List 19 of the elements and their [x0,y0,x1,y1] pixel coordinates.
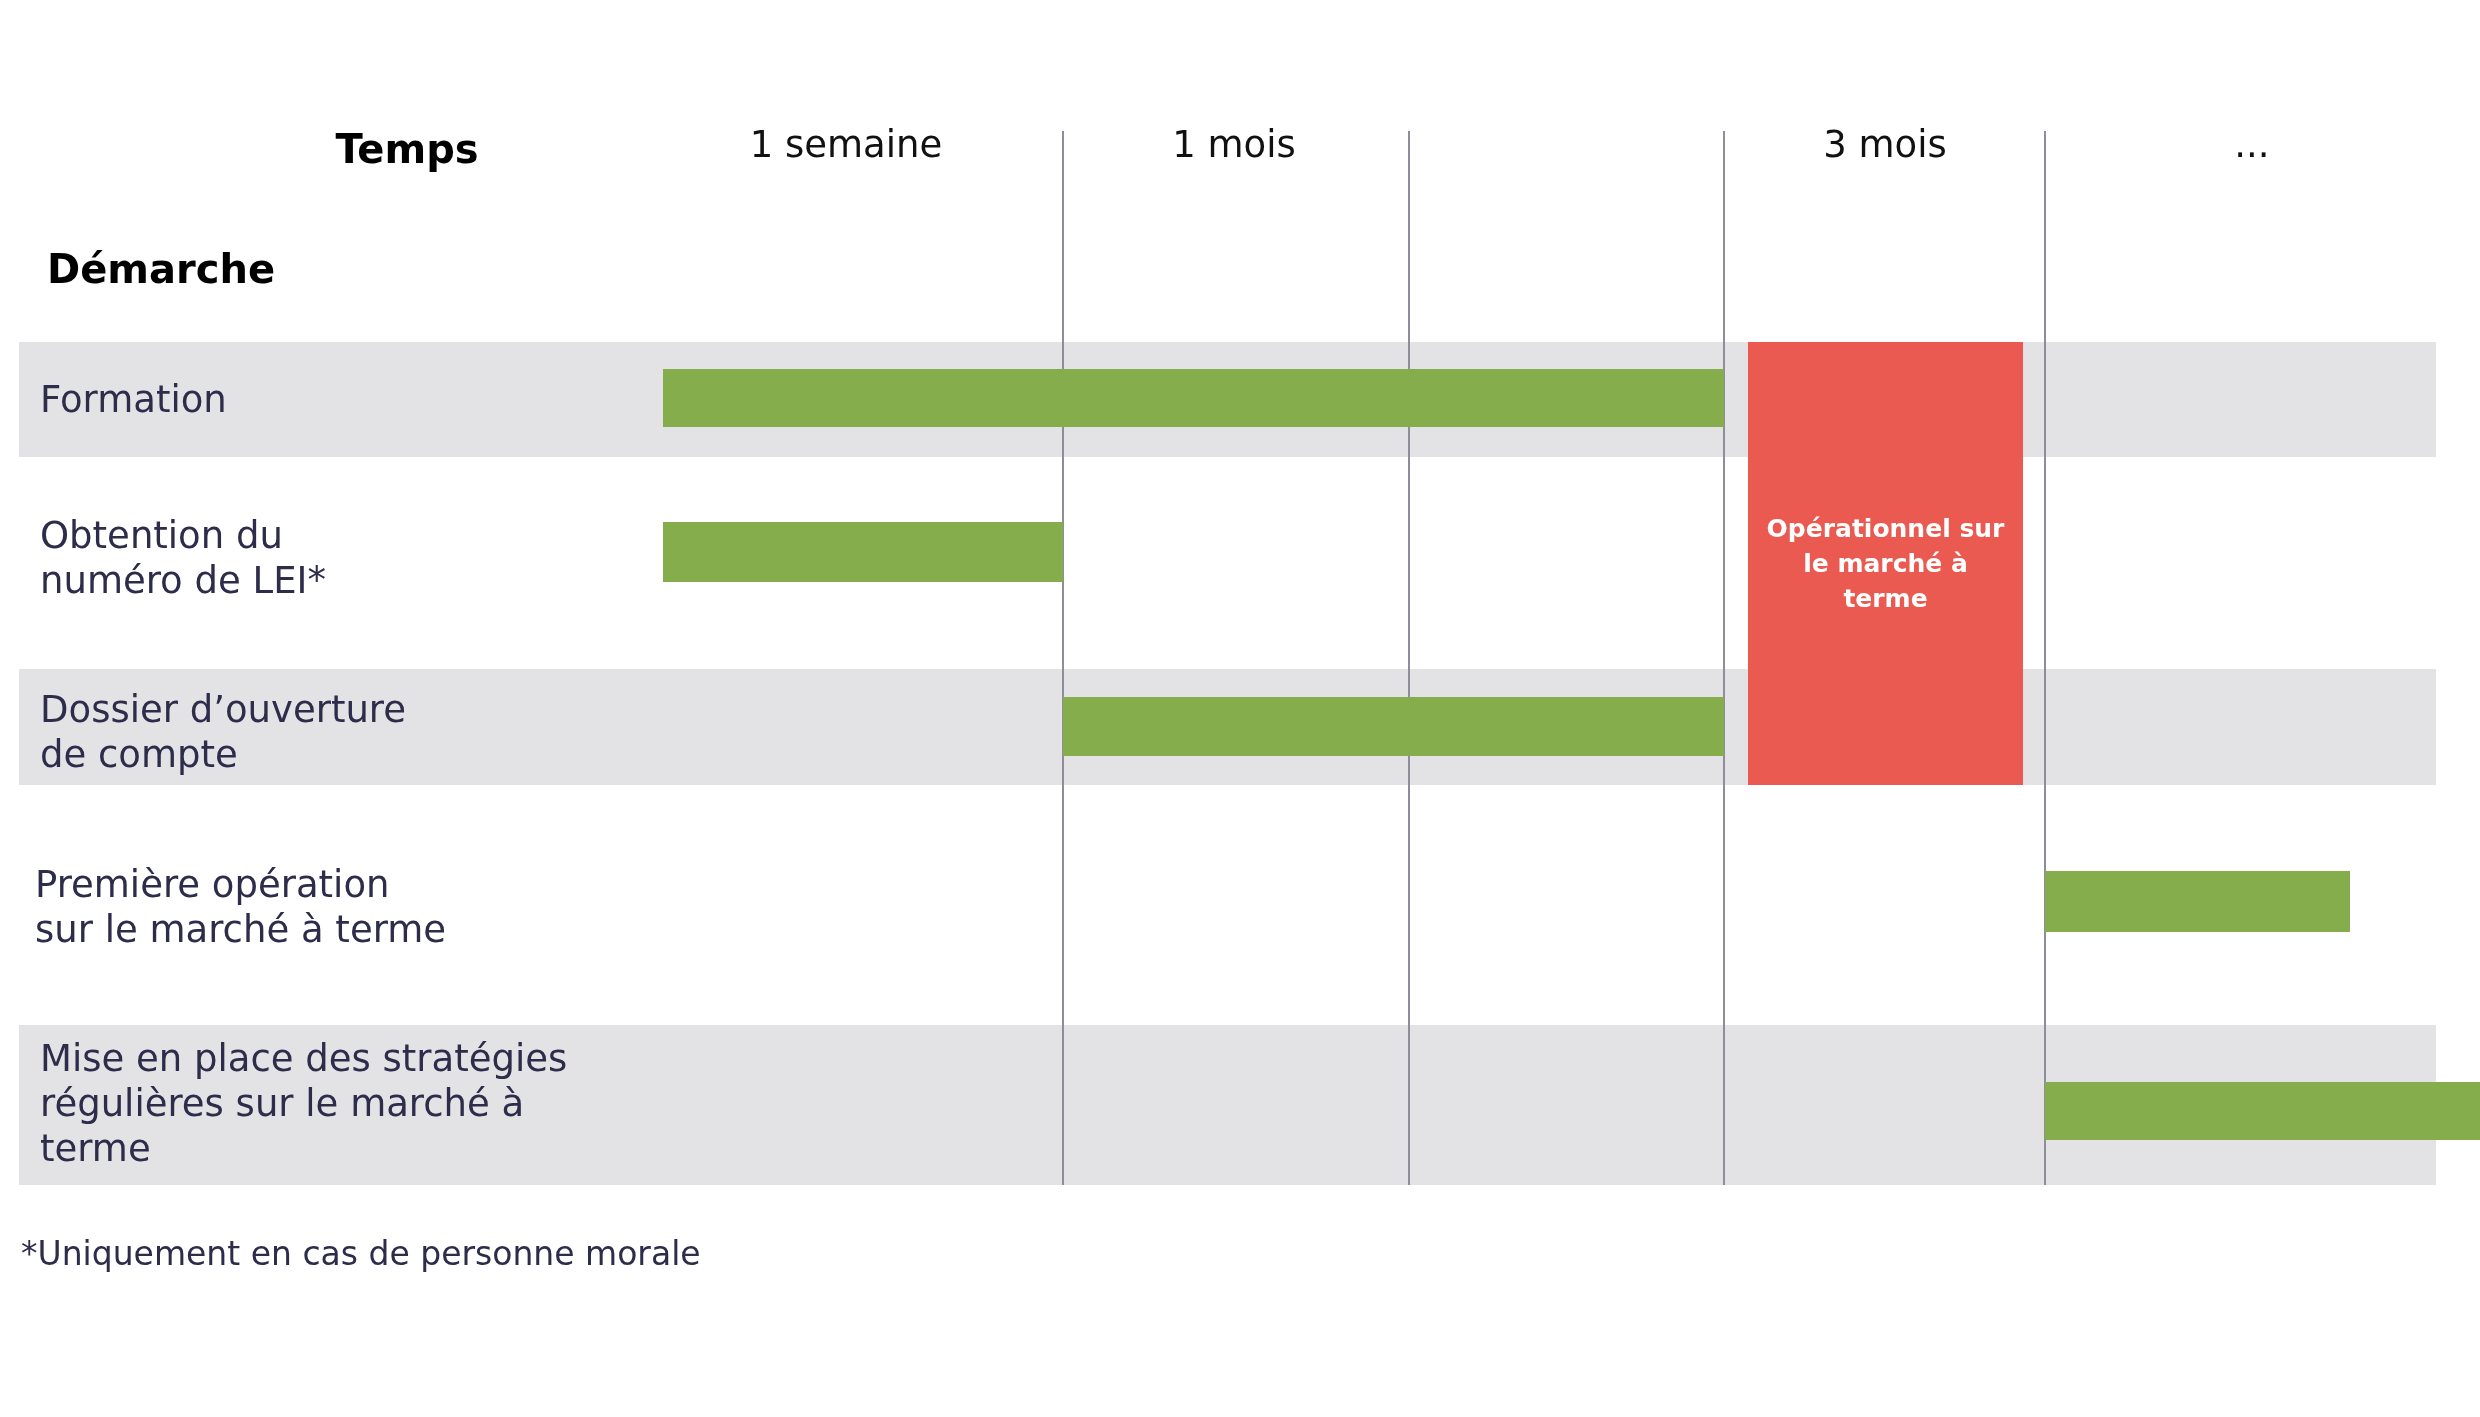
step-label: Obtention du numéro de LEI* [40,512,327,604]
time-label: 1 mois [1172,122,1296,168]
step-label: Mise en place des stratégies régulières sur le marché à terme [40,1036,569,1172]
milestone-box [1748,342,2023,785]
step-label: Première opération sur le marché à terme [35,861,447,953]
time-label: 3 mois [1823,122,1947,168]
time-label: ... [2234,122,2270,168]
gantt-bar [663,522,1063,582]
gantt-bar [2045,871,2350,932]
step-label: Formation [40,377,227,423]
footnote: *Uniquement en cas de personne morale [21,1233,701,1275]
row-heading: Démarche [47,244,276,294]
gantt-bar [2045,1082,2480,1140]
gantt-bar [663,369,1724,427]
milestone-label: Opérationnel sur le marché à terme [1766,513,2005,615]
time-label: 1 semaine [749,122,943,168]
gantt-bar [1063,697,1724,756]
step-label: Dossier d’ouverture de compte [40,686,408,778]
column-heading: Temps [335,124,479,174]
